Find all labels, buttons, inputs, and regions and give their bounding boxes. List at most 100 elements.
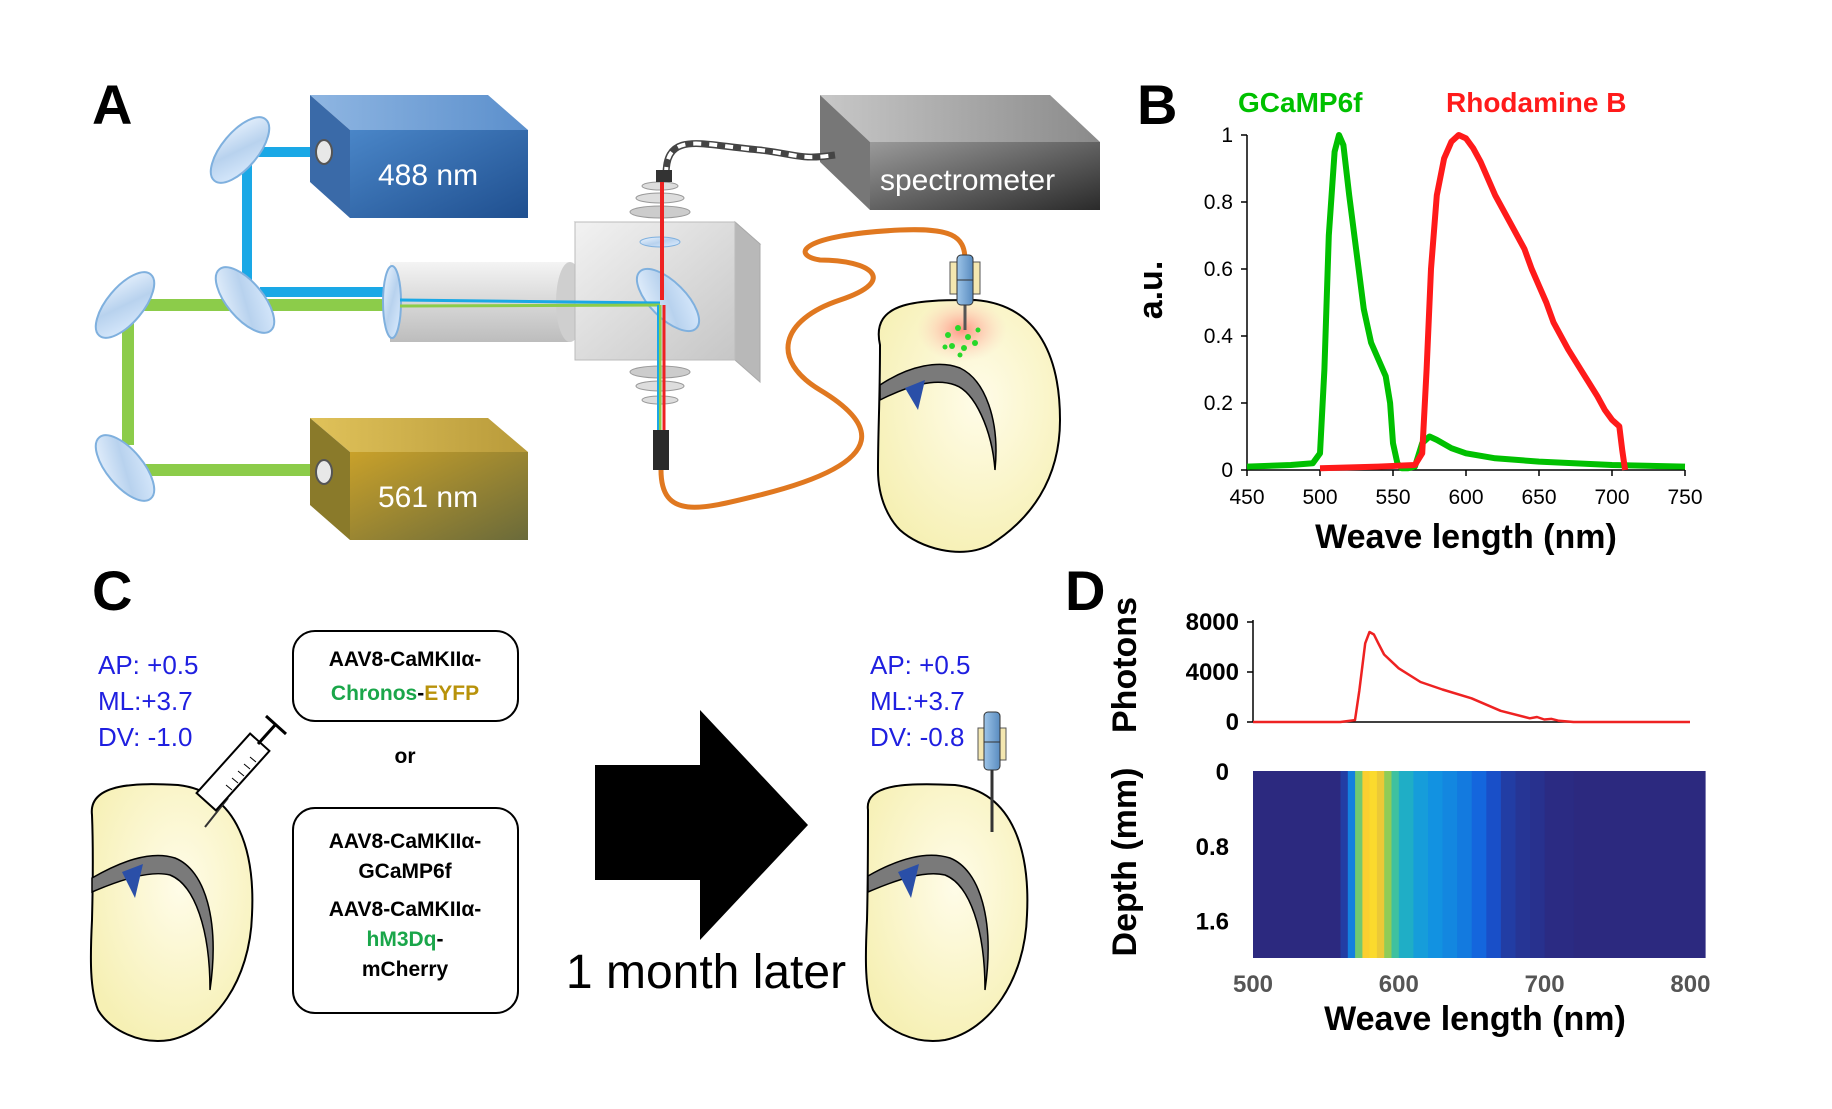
dichroic-mirror-left [214, 266, 276, 334]
y-ticks-b: 00.20.40.60.81 [1204, 124, 1247, 482]
vector-box-chronos: AAV8-CaMKIIα- Chronos-EYFP [292, 630, 519, 722]
vector-box-gcamp-hm3dq: AAV8-CaMKIIα- GCaMP6f AAV8-CaMKIIα- hM3D… [292, 807, 519, 1014]
heatmap-cells [1253, 771, 1706, 958]
y-tick-label: 0 [1216, 759, 1229, 786]
heatmap-column [1355, 771, 1363, 958]
y-tick-label: 0.4 [1204, 325, 1234, 348]
vector2-line5: mCherry [362, 958, 449, 981]
time-arrow [595, 710, 808, 940]
laser-561-label: 561 nm [378, 481, 478, 514]
heatmap-column [1376, 771, 1385, 958]
coord-ml-left: ML:+3.7 [98, 686, 193, 716]
panel-letter-d: D [1065, 559, 1105, 622]
panel-letter-a: A [92, 73, 132, 136]
spectrometer-label: spectrometer [880, 164, 1055, 197]
fiber-to-spectrometer [656, 140, 836, 182]
mirror-top [209, 116, 271, 184]
vector2-line4: hM3Dq- [367, 928, 444, 951]
legend-gcamp: GCaMP6f [1238, 87, 1363, 118]
series-line-photons [1253, 630, 1690, 724]
vector1-line1: AAV8-CaMKIIα- [329, 648, 482, 671]
heatmap-column [1369, 771, 1378, 958]
panel-letter-c: C [92, 559, 132, 622]
heatmap-column [1384, 771, 1393, 958]
y-tick-label: 0.8 [1196, 834, 1229, 861]
x-tick-label: 550 [1375, 486, 1410, 509]
panel-letter-b: B [1137, 73, 1177, 136]
x-tick-label: 800 [1670, 971, 1710, 998]
heatmap-column [1486, 771, 1502, 958]
series-d-top [1253, 630, 1690, 724]
x-tick-label: 750 [1667, 486, 1702, 509]
x-tick-label: 650 [1521, 486, 1556, 509]
heatmap-column [1544, 771, 1575, 958]
laser-561-box: 561 nm [310, 418, 528, 540]
heatmap-column [1340, 771, 1349, 958]
time-label: 1 month later [566, 946, 846, 999]
heatmap-column [1398, 771, 1414, 958]
y-axis-label-d-top: Photons [1106, 597, 1144, 733]
y-tick-label: 0.2 [1204, 392, 1233, 415]
coord-ml-right: ML:+3.7 [870, 686, 965, 716]
y-ticks-d-heatmap: 0 0.8 1.6 [1196, 759, 1229, 936]
x-axis-label-b: Weave length (nm) [1315, 518, 1617, 556]
spectrometer-box: spectrometer [820, 95, 1100, 210]
x-tick-label: 600 [1448, 486, 1483, 509]
vector1-line2: Chronos-EYFP [331, 682, 479, 705]
coordinates-left: AP: +0.5 ML:+3.7 DV: -1.0 [98, 650, 198, 752]
y-tick-label: 1 [1221, 124, 1233, 147]
x-ticks-d-heatmap: 500 600 700 800 [1233, 971, 1710, 998]
brain-slice-injection [89, 714, 288, 1042]
series-b [1246, 132, 1686, 472]
brain-slice-implant [876, 254, 1062, 553]
y-tick-label: 0 [1226, 709, 1239, 736]
heatmap-column [1391, 771, 1400, 958]
x-axis-label-d-heatmap: Weave length (nm) [1324, 1000, 1626, 1038]
or-label: or [395, 745, 416, 768]
injection-workflow: AP: +0.5 ML:+3.7 DV: -1.0 [89, 630, 1029, 1042]
mirror-green-top [94, 271, 156, 339]
heatmap-column [1413, 771, 1429, 958]
heatmap-column [1471, 771, 1487, 958]
green-cells [942, 325, 981, 358]
coord-dv-left: DV: -1.0 [98, 722, 192, 752]
y-tick-label: 0 [1221, 459, 1233, 482]
heatmap-column [1500, 771, 1517, 958]
series-line-gcamp6f [1246, 132, 1686, 472]
x-tick-label: 700 [1525, 971, 1565, 998]
orange-fiber-to-brain [658, 227, 968, 510]
laser-488-label: 488 nm [378, 159, 478, 192]
heatmap-column [1530, 771, 1546, 958]
heatmap-column [1347, 771, 1356, 958]
y-tick-label: 4000 [1186, 659, 1239, 686]
mirror-green-bottom [94, 434, 156, 502]
filter-cube [399, 175, 762, 440]
heatmap-column [1362, 771, 1371, 958]
heatmap-column [1428, 771, 1444, 958]
x-tick-label: 700 [1594, 486, 1629, 509]
x-tick-label: 500 [1233, 971, 1273, 998]
heatmap-column [1573, 771, 1706, 958]
y-tick-label: 0.8 [1204, 191, 1233, 214]
patch-cord-bottom [653, 430, 669, 470]
brain-slice-recording [864, 711, 1029, 1042]
y-tick-label: 1.6 [1196, 909, 1229, 936]
coord-dv-right: DV: -0.8 [870, 722, 964, 752]
optical-setup-diagram: 488 nm 561 nm spectrometer [94, 95, 1100, 553]
heatmap-column [1253, 771, 1342, 958]
laser-488-box: 488 nm [310, 95, 528, 218]
coordinates-right: AP: +0.5 ML:+3.7 DV: -0.8 [870, 650, 970, 752]
x-tick-label: 600 [1379, 971, 1419, 998]
coord-ap-right: AP: +0.5 [870, 650, 970, 680]
y-axis-label-b: a.u. [1132, 261, 1170, 320]
legend-rhodamine: Rhodamine B [1446, 87, 1626, 118]
x-tick-label: 450 [1229, 486, 1264, 509]
vector2-line1: AAV8-CaMKIIα- [329, 830, 482, 853]
series-line-rhodamine-b [1319, 132, 1629, 472]
heatmap-column [1457, 771, 1473, 958]
